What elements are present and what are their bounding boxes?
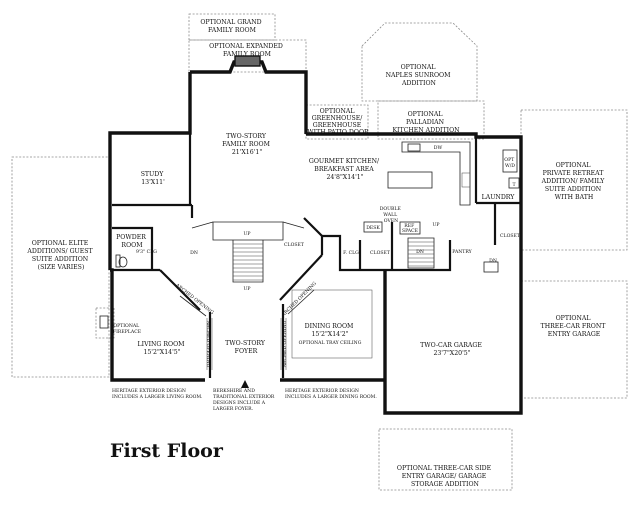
label-laundry: LAUNDRY	[482, 194, 516, 201]
label-foyer: TWO-STORY FOYER	[225, 340, 267, 355]
label-arched-opening-foyer-left: ARCHED OPENING	[205, 320, 211, 368]
label-naples-sunroom: OPTIONAL NAPLES SUNROOM ADDITION	[386, 64, 453, 87]
optional-three-car-front-outline	[520, 280, 628, 399]
label-double-wall-oven: DOUBLE WALL OVEN	[380, 206, 403, 224]
label-up-main: UP	[244, 231, 251, 237]
label-pantry: PANTRY	[452, 249, 472, 255]
toilet	[118, 256, 128, 268]
optional-grand-family-room-outline	[188, 13, 276, 41]
label-f-clg: F. CLG	[343, 250, 359, 256]
desk	[363, 221, 383, 233]
label-palladian: OPTIONAL PALLADIAN KITCHEN ADDITION	[392, 111, 460, 134]
exterior-walls	[108, 60, 523, 415]
garage-step	[483, 261, 499, 273]
cooktop	[461, 172, 471, 188]
label-arched-opening-living: ARCHED OPENING	[174, 282, 215, 316]
label-greenhouse: OPTIONAL GREENHOUSE/ GREENHOUSE WITH PAT…	[307, 108, 369, 136]
label-dn-main: DN	[190, 250, 198, 256]
optional-three-car-side-outline	[378, 428, 513, 491]
label-retreat: OPTIONAL PRIVATE RETREAT ADDITION/ FAMIL…	[541, 162, 607, 201]
label-powder: POWDER ROOM	[116, 234, 148, 249]
note-foyer: BERKSHIRE AND TRADITIONAL EXTERIOR DESIG…	[213, 388, 276, 412]
note-living: HERITAGE EXTERIOR DESIGN INCLUDES A LARG…	[112, 388, 203, 400]
label-ref-space: REF SPACE	[402, 223, 418, 234]
kitchen-counter	[401, 141, 471, 206]
ref-space-box	[399, 221, 421, 235]
tub-box	[508, 177, 520, 189]
label-up-rear: UP	[433, 222, 440, 228]
label-kitchen: GOURMET KITCHEN/ BREAKFAST AREA 24'8"X14…	[309, 158, 381, 181]
label-opt-fireplace: OPTIONAL FIREPLACE	[113, 323, 141, 335]
label-garage: TWO-CAR GARAGE 23'7"X20'5"	[420, 342, 484, 357]
entry-arrow	[241, 380, 249, 388]
label-closet-kitchen: CLOSET	[370, 250, 391, 256]
label-t: T	[512, 182, 516, 188]
label-opt-wd: OPT W/D	[504, 157, 515, 169]
label-expanded-family: OPTIONAL EXPANDED FAMILY ROOM	[209, 43, 285, 58]
label-three-car-side: OPTIONAL THREE-CAR SIDE ENTRY GARAGE/ GA…	[397, 465, 493, 488]
arched-opening-foyer-left	[206, 318, 213, 370]
arched-opening-foyer-right	[280, 318, 287, 370]
label-study: STUDY 13'X11'	[141, 171, 166, 186]
room-labels: OPTIONAL GRAND FAMILY ROOM OPTIONAL EXPA…	[26, 19, 608, 488]
label-up-lower: UP	[244, 286, 251, 292]
label-grand-family: OPTIONAL GRAND FAMILY ROOM	[200, 19, 263, 34]
fireplace	[99, 315, 109, 329]
label-family-room: TWO-STORY FAMILY ROOM 21'X16'1"	[222, 133, 272, 156]
label-opt-tray: OPTIONAL TRAY CEILING	[299, 340, 362, 346]
main-staircase	[191, 221, 305, 283]
notes: HERITAGE EXTERIOR DESIGN INCLUDES A LARG…	[112, 388, 377, 412]
tray-ceiling-outline	[291, 289, 373, 359]
vanity	[115, 254, 121, 268]
label-closet-stair: CLOSET	[284, 242, 305, 248]
optional-greenhouse-outline	[305, 104, 369, 140]
label-living: LIVING ROOM 15'2"X14'5"	[138, 341, 187, 356]
label-elite: OPTIONAL ELITE ADDITIONS/ GUEST SUITE AD…	[26, 240, 94, 271]
optional-expanded-family-room-outline	[188, 39, 307, 73]
label-opt-clg: 9'3" CLG	[136, 249, 157, 255]
label-dn-rear: DN	[416, 249, 424, 255]
interior-walls	[110, 131, 521, 378]
label-arched-opening-dining: ARCHED OPENING	[280, 280, 318, 318]
sink	[407, 143, 421, 152]
label-dn-garage: DN	[489, 258, 497, 264]
arched-opening-living-mark	[179, 295, 207, 317]
washer-dryer-box	[502, 149, 518, 173]
note-dining: HERITAGE EXTERIOR DESIGN INCLUDES A LARG…	[285, 388, 377, 400]
kitchen-island	[387, 171, 433, 189]
label-dining: DINING ROOM 15'2"X14'2"	[305, 323, 356, 338]
optional-fireplace-outline	[95, 307, 115, 339]
chimney	[234, 55, 261, 67]
label-arched-opening-foyer-right: ARCHED OPENING	[282, 320, 288, 368]
arched-opening-dining-mark	[287, 289, 315, 315]
label-desk: DESK	[366, 225, 380, 231]
floor-title: First Floor	[110, 440, 224, 462]
label-closet-laundry: CLOSET	[500, 233, 521, 239]
optional-naples-sunroom-outline	[361, 22, 478, 102]
label-dw: DW	[434, 145, 443, 151]
label-three-car-front: OPTIONAL THREE-CAR FRONT ENTRY GARAGE	[541, 315, 608, 338]
